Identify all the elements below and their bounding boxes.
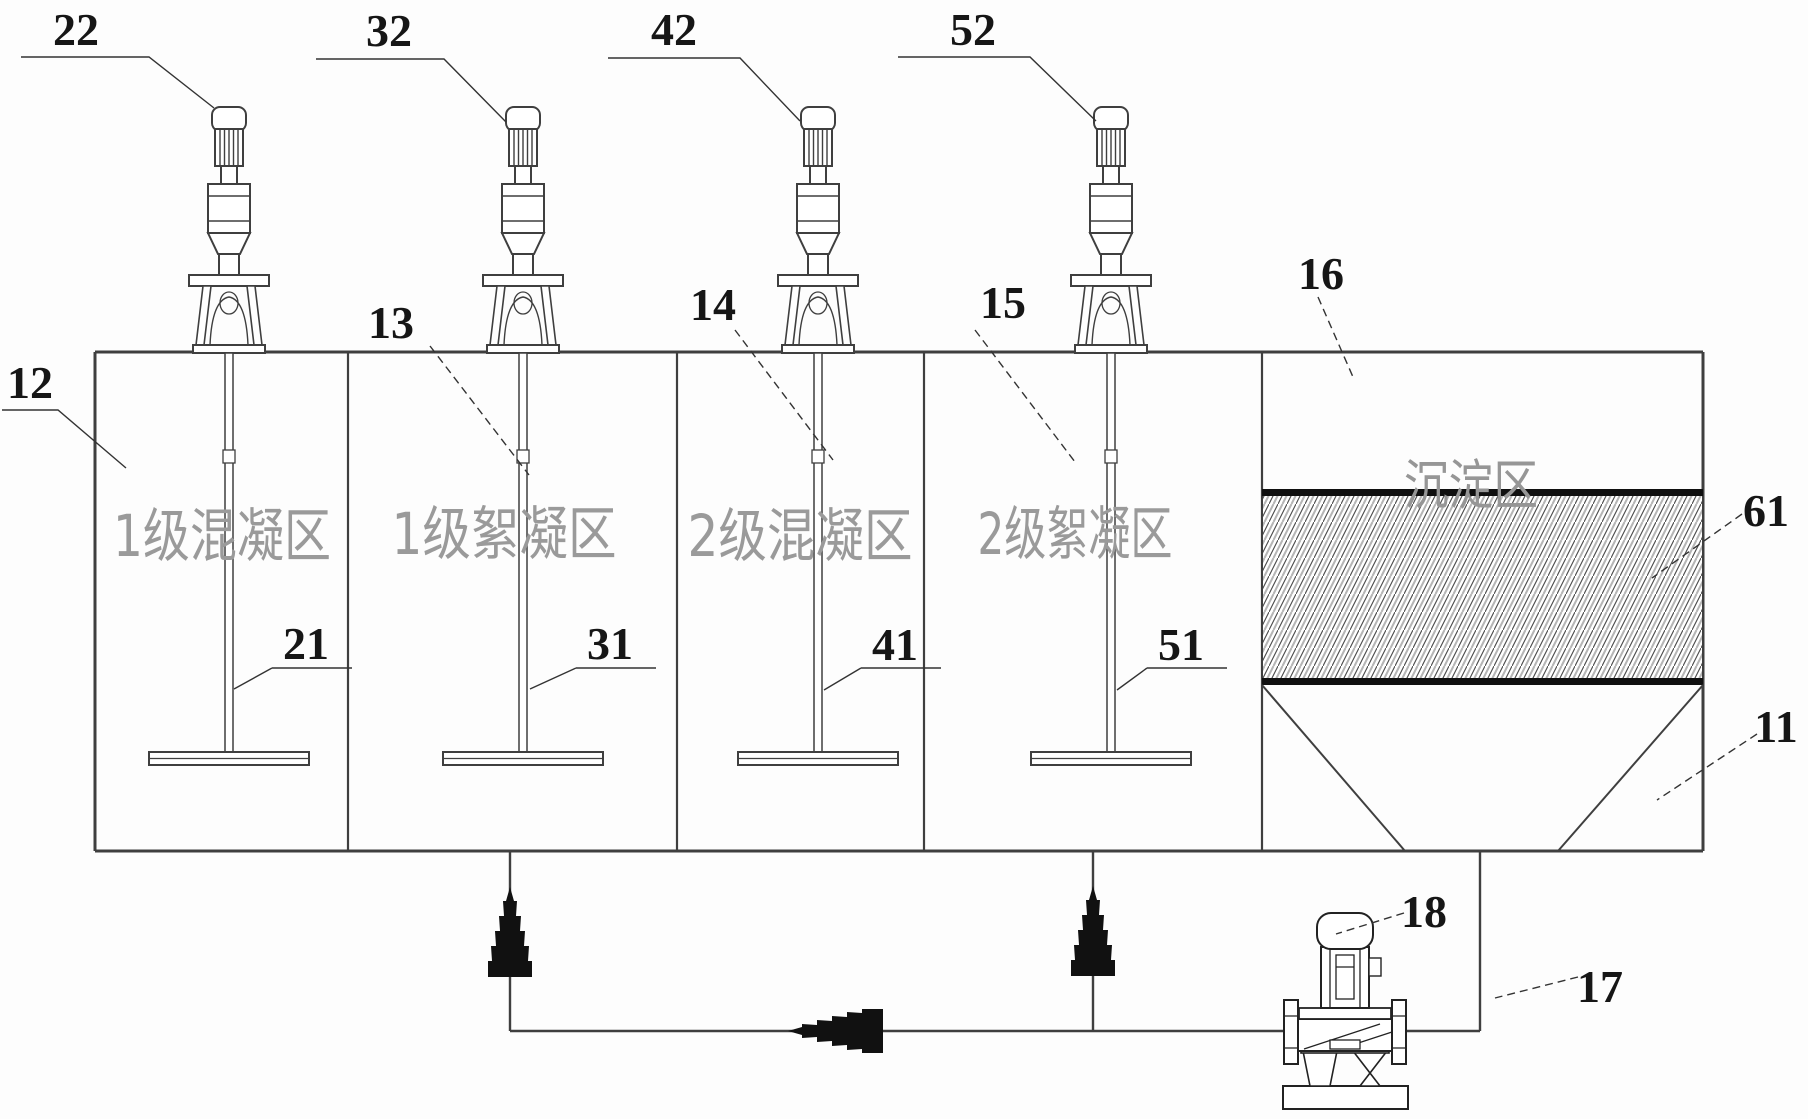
ref-13: 13 xyxy=(368,297,414,348)
pump-lantern-plate xyxy=(1298,1007,1392,1020)
ref-18: 18 xyxy=(1401,886,1447,937)
zone-label-coagulation-2: 2级混凝区 xyxy=(688,502,913,570)
zone-names: 1级混凝区 1级絮凝区 2级混凝区 2级絮凝区 沉淀区 xyxy=(113,454,1538,570)
pump-motor-window xyxy=(1335,954,1355,1000)
ref-11: 11 xyxy=(1754,701,1797,752)
ref-42: 42 xyxy=(651,4,697,55)
ref-51: 51 xyxy=(1158,619,1204,670)
settling-zone xyxy=(1261,489,1704,852)
ref-22: 22 xyxy=(53,4,99,55)
zone-label-settling: 沉淀区 xyxy=(1404,454,1538,517)
ref-16: 16 xyxy=(1298,248,1344,299)
zone-label-flocculation-2: 2级絮凝区 xyxy=(978,500,1173,568)
pump-base-plate xyxy=(1282,1085,1409,1110)
pump-discharge-flange xyxy=(1391,999,1407,1065)
mixer-2 xyxy=(442,106,604,766)
ref-41: 41 xyxy=(872,619,918,670)
sludge-top-plate xyxy=(1262,489,1703,496)
dashed-leader-lines xyxy=(429,296,1758,999)
ref-61: 61 xyxy=(1743,485,1789,536)
pump-saddle-right xyxy=(1351,1050,1389,1087)
tank-body xyxy=(93,350,1705,853)
ref-31: 31 xyxy=(587,618,633,669)
sludge-bottom-plate xyxy=(1262,678,1703,685)
pump-junction-box xyxy=(1368,957,1382,977)
ref-32: 32 xyxy=(366,5,412,56)
leader-lines xyxy=(2,56,1227,691)
pump-motor-cap xyxy=(1316,912,1374,950)
flow-arrow-left xyxy=(788,1009,883,1053)
zone-label-flocculation-1: 1级絮凝区 xyxy=(392,500,617,568)
zone-label-coagulation-1: 1级混凝区 xyxy=(113,502,331,570)
pump-saddle-left xyxy=(1302,1050,1338,1087)
recirculation-pump xyxy=(1282,912,1409,1110)
ref-17: 17 xyxy=(1577,961,1623,1012)
ref-14: 14 xyxy=(690,279,736,330)
pump-casing-foot xyxy=(1329,1039,1361,1050)
ref-21: 21 xyxy=(283,618,329,669)
sludge-hatch-area xyxy=(1263,493,1702,681)
ref-52: 52 xyxy=(950,4,996,55)
hopper-left-wall xyxy=(1261,684,1406,852)
ref-15: 15 xyxy=(980,277,1026,328)
hopper-right-wall xyxy=(1557,684,1704,852)
reference-numbers: 22 32 42 52 12 13 14 15 16 21 31 41 51 6… xyxy=(7,4,1798,1012)
pump-suction-flange xyxy=(1283,999,1299,1065)
ref-12: 12 xyxy=(7,357,53,408)
flow-arrow-up-2 xyxy=(1071,886,1115,976)
flow-arrow-up-1 xyxy=(488,887,532,977)
